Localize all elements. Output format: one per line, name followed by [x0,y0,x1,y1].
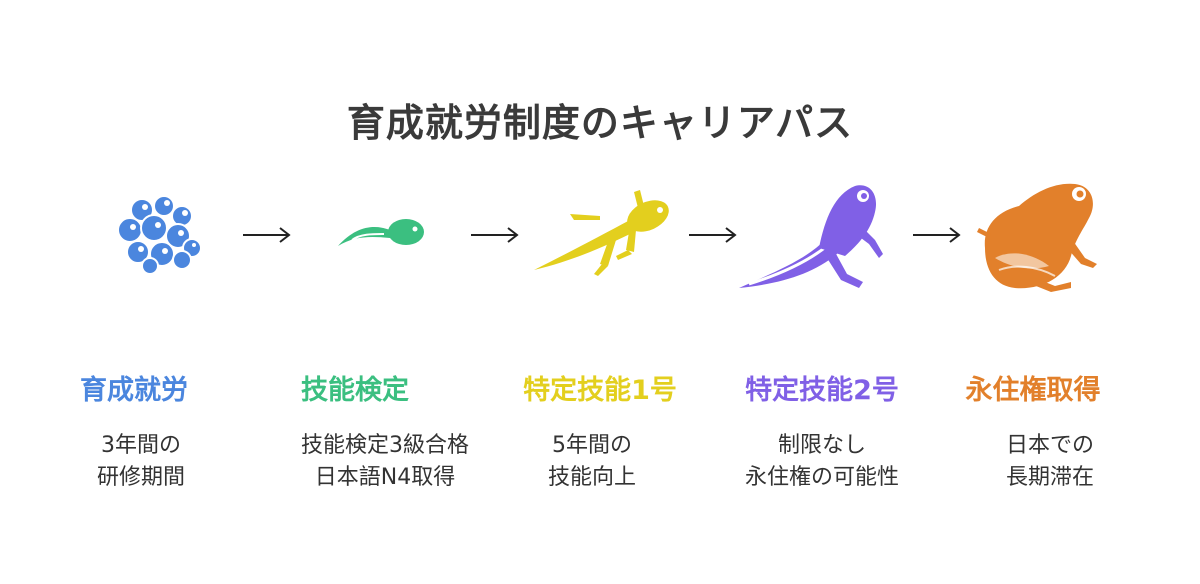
arrow-icon [689,227,737,243]
description-line: 制限なし [777,433,866,458]
arrow-icon [243,227,291,243]
description-line: 3年間の [101,433,181,458]
stage-title-ikusei-shuro: 育成就労 [80,375,188,406]
description-line: 技能検定3級合格 [301,433,469,458]
description-line: 長期滞在 [1005,465,1094,490]
stage-title-tokutei-ginou-2: 特定技能2号 [745,375,899,406]
stage-title-tokutei-ginou-1: 特定技能1号 [523,375,677,406]
description-line: 研修期間 [96,465,185,490]
stage-description: 5年間の 技能向上 [477,430,707,494]
stage-title-eijuken: 永住権取得 [965,375,1101,406]
stage-description: 3年間の 研修期間 [26,430,256,494]
description-line: 技能向上 [547,465,636,490]
stage-title-ginou-kentei: 技能検定 [301,375,409,406]
stage-description: 日本での 長期滞在 [935,430,1165,494]
arrow-icon [471,227,519,243]
description-line: 永住権の可能性 [744,465,899,490]
frog-icon [977,183,1097,292]
diagram-title: 育成就労制度のキャリアパス [346,101,854,145]
stage-description: 制限なし 永住権の可能性 [707,430,937,494]
tadpole-with-legs-icon [534,190,669,276]
description-line: 日本での [1005,433,1094,458]
stage-description: 技能検定3級合格 日本語N4取得 [270,430,500,494]
description-line: 日本語N4取得 [314,465,456,490]
description-line: 5年間の [552,433,632,458]
tadpole-icon [338,219,424,246]
arrow-icon [913,227,961,243]
froglet-icon [739,185,883,288]
frog-eggs-icon [117,195,202,275]
